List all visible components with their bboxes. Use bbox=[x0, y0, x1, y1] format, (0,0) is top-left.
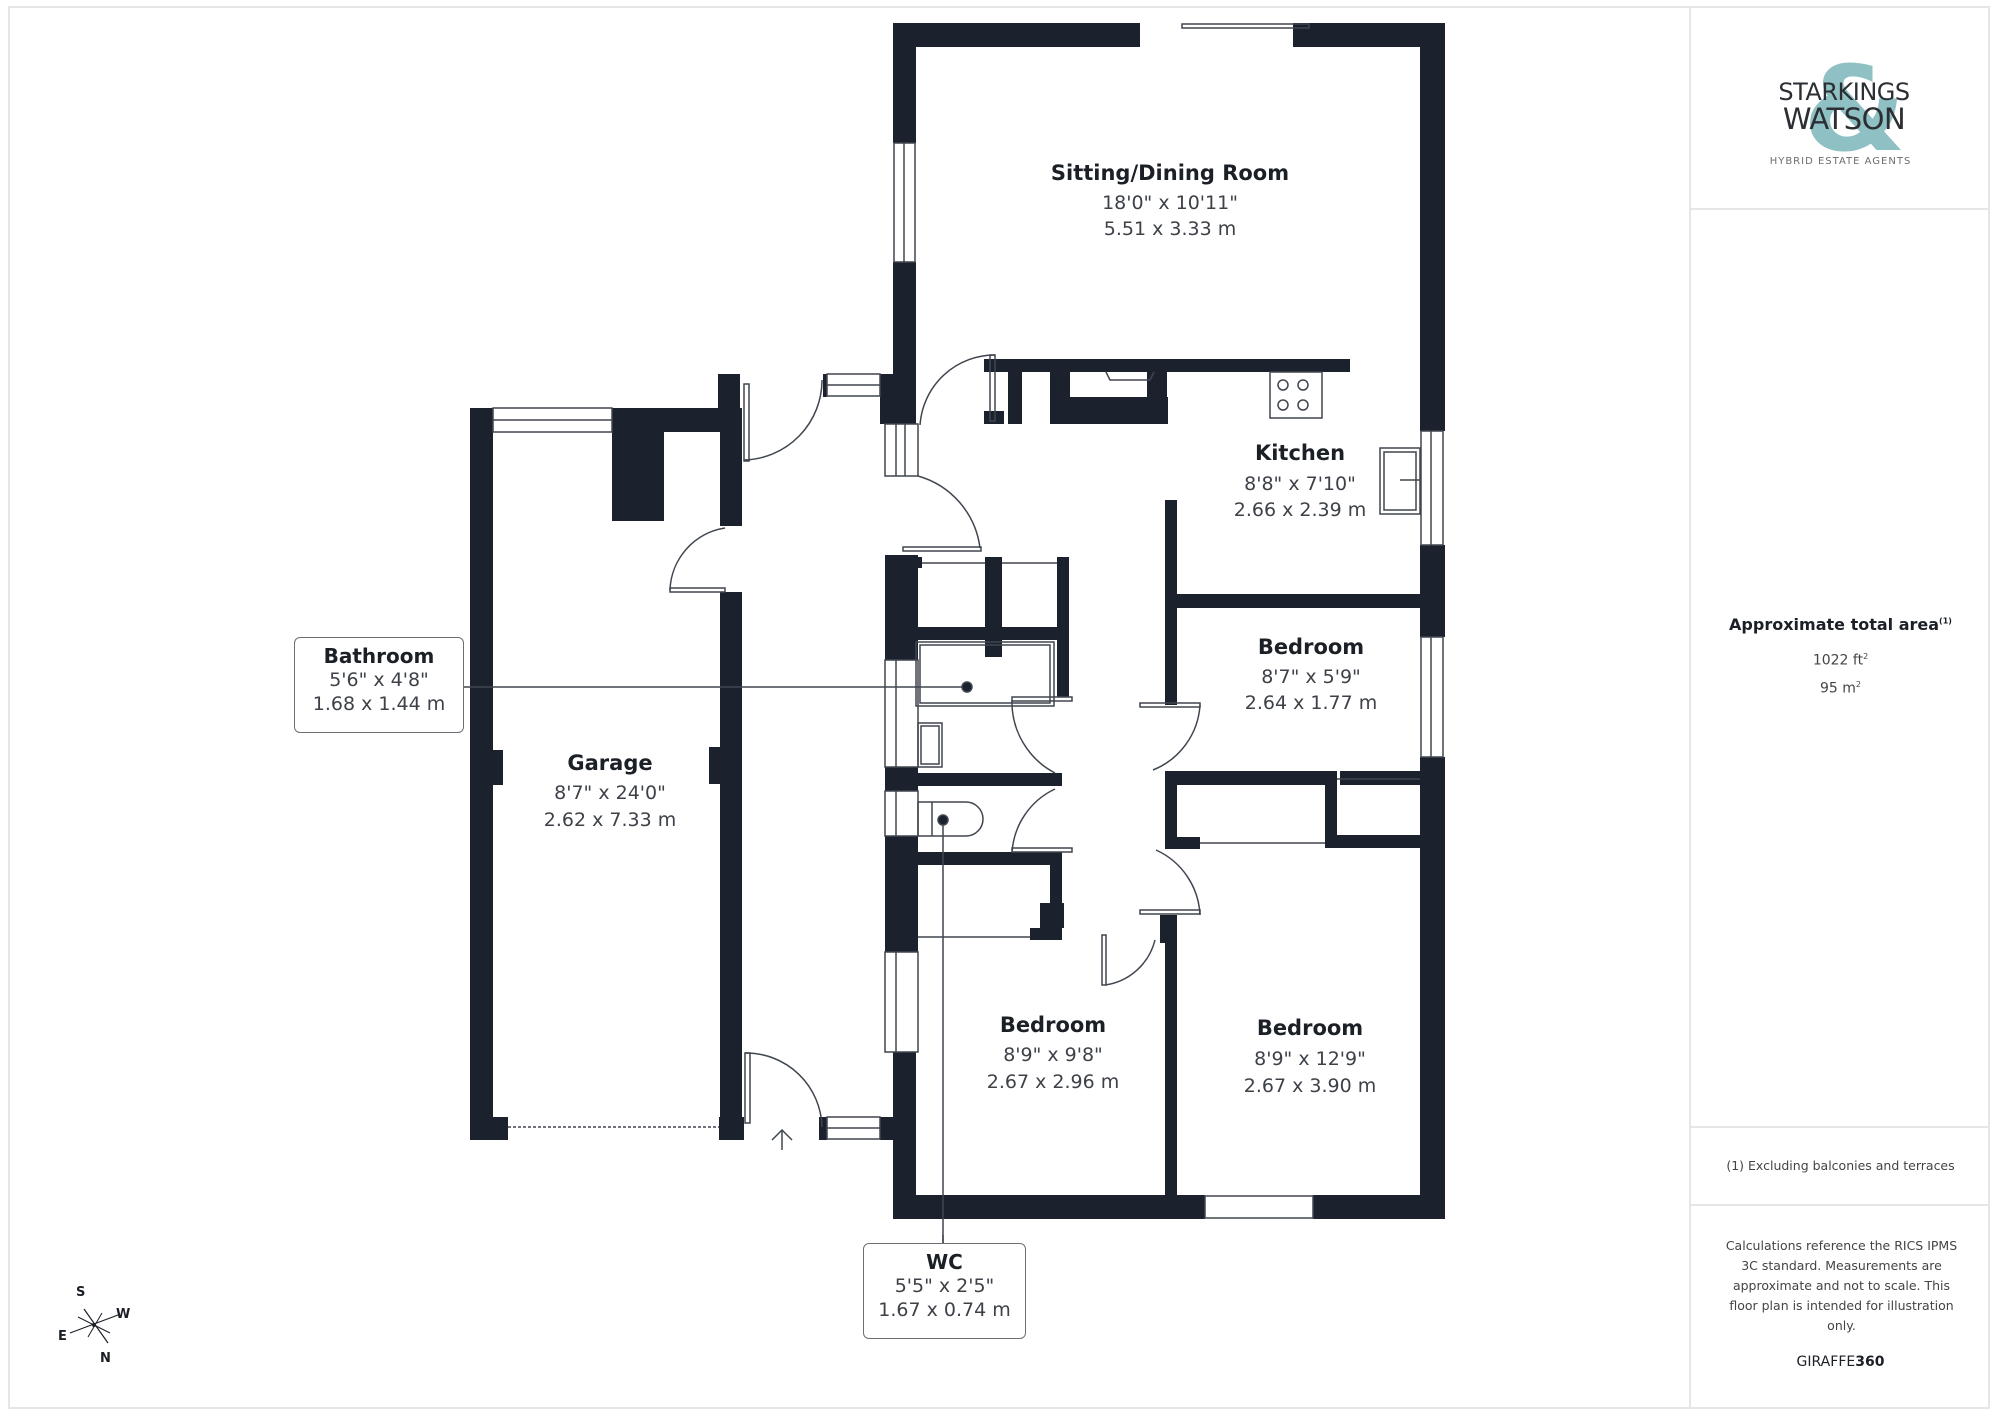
provider-brand: GIRAFFE360 bbox=[1796, 1354, 1885, 1370]
wc-label: WC 5'5" x 2'5" 1.67 x 0.74 m bbox=[863, 1243, 1026, 1339]
room-name-garage: Garage bbox=[567, 751, 652, 775]
compass-s: S bbox=[76, 1285, 86, 1300]
room-imperial-wc: 5'5" x 2'5" bbox=[894, 1275, 995, 1297]
area-m: 95 m2 bbox=[1820, 680, 1861, 697]
brand-tagline: HYBRID ESTATE AGENTS bbox=[1769, 156, 1912, 167]
room-imperial-bedroom-left: 8'9" x 9'8" bbox=[1003, 1044, 1103, 1066]
area-section: Approximate total area(1) 1022 ft2 95 m2 bbox=[1691, 210, 1990, 1128]
compass-w: W bbox=[116, 1307, 131, 1322]
area-ft: 1022 ft2 bbox=[1812, 652, 1869, 669]
room-imperial-sitting-dining: 18'0" x 10'11" bbox=[1102, 192, 1238, 214]
brand-logo: & STARKINGS WATSON bbox=[1769, 50, 1919, 168]
logo-ampersand-icon: & bbox=[1803, 40, 1906, 178]
bathroom-label: Bathroom 5'6" x 4'8" 1.68 x 1.44 m bbox=[294, 637, 464, 733]
floor-plan: Sitting/Dining Room 18'0" x 10'11" 5.51 … bbox=[462, 23, 1445, 1245]
room-name-kitchen: Kitchen bbox=[1255, 441, 1345, 465]
room-imperial-bedroom-right: 8'9" x 12'9" bbox=[1254, 1048, 1366, 1070]
room-imperial-bathroom: 5'6" x 4'8" bbox=[329, 669, 429, 691]
room-imperial-kitchen: 8'8" x 7'10" bbox=[1244, 473, 1356, 495]
room-imperial-garage: 8'7" x 24'0" bbox=[554, 782, 666, 804]
room-metric-kitchen: 2.66 x 2.39 m bbox=[1234, 499, 1366, 521]
room-metric-wc: 1.67 x 0.74 m bbox=[878, 1299, 1011, 1321]
room-metric-sitting-dining: 5.51 x 3.33 m bbox=[1104, 218, 1236, 240]
logo-section: & STARKINGS WATSON HYBRID ESTATE AGENTS bbox=[1691, 6, 1990, 210]
room-metric-garage: 2.62 x 7.33 m bbox=[544, 809, 676, 831]
room-name-bedroom-left: Bedroom bbox=[1000, 1013, 1106, 1037]
room-name-sitting-dining: Sitting/Dining Room bbox=[1051, 161, 1289, 185]
plan-lines bbox=[486, 23, 1444, 1245]
room-imperial-bedroom-small: 8'7" x 5'9" bbox=[1261, 666, 1361, 688]
logo-text-line1: STARKINGS bbox=[1778, 78, 1910, 106]
room-name-bathroom: Bathroom bbox=[323, 644, 435, 668]
room-name-bedroom-right: Bedroom bbox=[1257, 1016, 1363, 1040]
compass: S W E N bbox=[50, 1285, 150, 1375]
compass-e: E bbox=[58, 1329, 67, 1344]
side-panel: & STARKINGS WATSON HYBRID ESTATE AGENTS … bbox=[1689, 6, 1990, 1409]
room-metric-bedroom-right: 2.67 x 3.90 m bbox=[1244, 1075, 1376, 1097]
footnote-text: (1) Excluding balconies and terraces bbox=[1726, 1158, 1955, 1173]
area-title: Approximate total area(1) bbox=[1729, 615, 1952, 634]
compass-rose-icon bbox=[69, 1308, 119, 1344]
disclaimer-text: Calculations reference the RICS IPMS 3C … bbox=[1725, 1238, 1958, 1333]
room-name-bedroom-small: Bedroom bbox=[1258, 635, 1364, 659]
room-metric-bedroom-small: 2.64 x 1.77 m bbox=[1245, 692, 1377, 714]
room-name-wc: WC bbox=[926, 1250, 963, 1274]
compass-n: N bbox=[100, 1351, 111, 1366]
logo-text-line2: WATSON bbox=[1782, 102, 1906, 136]
page-frame bbox=[8, 6, 1990, 1409]
note-section: (1) Excluding balconies and terraces bbox=[1691, 1128, 1990, 1206]
room-metric-bedroom-left: 2.67 x 2.96 m bbox=[987, 1071, 1119, 1093]
disclaimer-section: Calculations reference the RICS IPMS 3C … bbox=[1691, 1206, 1990, 1407]
walls bbox=[470, 23, 1445, 1219]
room-metric-bathroom: 1.68 x 1.44 m bbox=[312, 693, 446, 715]
